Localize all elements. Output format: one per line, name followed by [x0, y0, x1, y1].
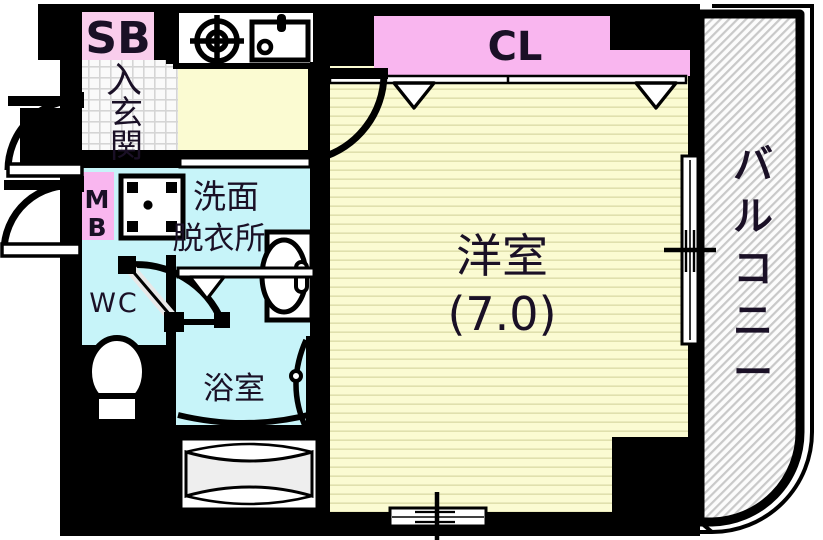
label-datsuijo: 脱衣所 [173, 221, 266, 257]
label-yoshitsu-size: (7.0) [447, 287, 556, 341]
plan-labels: SB 入 玄関 M B CL 洗面 脱衣所 WC 浴室 洋室 (7.0) バ ル… [85, 13, 773, 407]
label-genkan: 玄関 [105, 95, 144, 161]
entrance-door [4, 92, 84, 178]
stove-icon [190, 15, 244, 67]
sink-icon [249, 14, 311, 63]
label-yoshitsu: 洋室 [456, 229, 548, 283]
mb-door [0, 176, 84, 258]
balcony-char-1: ル [733, 194, 773, 240]
balcony-slider [664, 154, 716, 346]
balcony-char-2: コ [733, 246, 773, 292]
kitchen-floor [178, 66, 308, 158]
room-western [330, 66, 688, 512]
washer-pan-icon [118, 173, 186, 241]
bath-door [176, 266, 316, 301]
label-genkan-1: 入 [106, 60, 142, 101]
entrance-area [82, 60, 178, 158]
shoe-box-sb [82, 12, 154, 60]
windows [388, 154, 716, 540]
label-wc: WC [89, 288, 139, 319]
balcony-char-4: ー [733, 350, 773, 396]
label-yokushitsu: 浴室 [203, 371, 265, 407]
hall-slider [178, 156, 312, 169]
doors [0, 62, 388, 332]
label-balcony: バ ル コ ニ ー [733, 142, 773, 396]
balcony-area [695, 4, 814, 534]
balcony-char-0: バ [733, 142, 773, 188]
room-window-bottom [388, 492, 488, 540]
label-mb-2: B [87, 213, 106, 242]
bathroom-fixtures [177, 336, 321, 513]
room-entry-door [310, 62, 388, 166]
label-cl: CL [488, 24, 543, 70]
closet-cl [328, 16, 690, 110]
toilet-icon [86, 335, 148, 425]
bathtub-icon [177, 435, 321, 513]
kitchen-counter [173, 7, 319, 69]
label-mb-1: M [85, 185, 110, 214]
label-sb: SB [85, 13, 150, 64]
label-senmen: 洗面 [193, 177, 259, 216]
balcony-char-3: ニ [733, 298, 773, 344]
